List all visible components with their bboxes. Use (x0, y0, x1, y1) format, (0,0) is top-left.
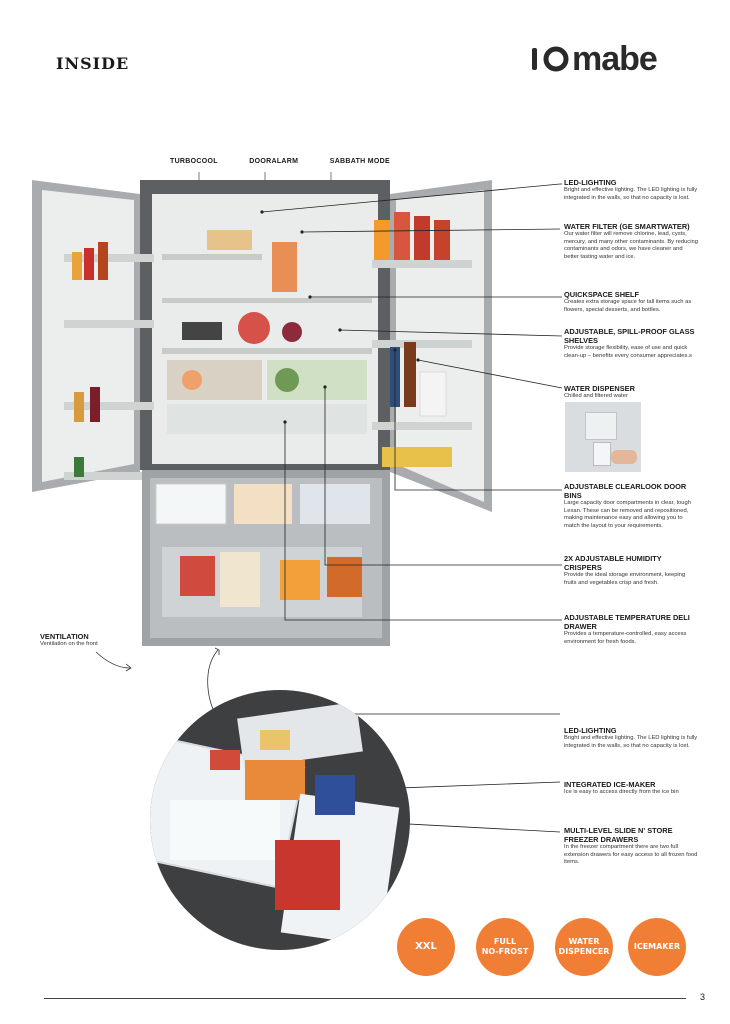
feature-humidity-crispers: 2X ADJUSTABLE HUMIDITY CRISPERS Provide … (564, 554, 699, 587)
feature-title: LED-LIGHTING (564, 178, 617, 187)
feature-desc: Chilled and filtered water (564, 393, 628, 399)
feature-desc: Large capacity door compartments in clea… (564, 500, 691, 529)
feature-desc: Bright and effective lighting. The LED l… (564, 187, 698, 201)
feature-title: QUICKSPACE SHELF (564, 290, 640, 299)
section-title: INSIDE (56, 54, 130, 73)
brand-logo-text: mabe (572, 40, 658, 78)
feature-title: ADJUSTABLE, SPILL-PROOF GLASS SHELVES (564, 327, 695, 345)
ventilation-desc: Ventilation on the front (40, 641, 98, 647)
feature-quickspace-shelf: QUICKSPACE SHELF Creates extra storage s… (564, 290, 699, 314)
footer-divider (44, 998, 686, 999)
feature-title: 2X ADJUSTABLE HUMIDITY CRISPERS (564, 554, 662, 572)
feature-deli-drawer: ADJUSTABLE TEMPERATURE DELI DRAWER Provi… (564, 613, 699, 646)
feature-led-lighting: LED-LIGHTING Bright and effective lighti… (564, 178, 699, 202)
feature-title: WATER FILTER (GE SMARTWATER) (564, 222, 690, 231)
feature-door-bins: ADJUSTABLE CLEARLOOK DOOR BINS Large cap… (564, 482, 699, 530)
fridge-image (32, 172, 492, 646)
feature-desc: Creates extra storage space for tall ite… (564, 299, 692, 313)
label-turbocool: TURBOCOOL (170, 158, 218, 165)
feature-title: ADJUSTABLE TEMPERATURE DELI DRAWER (564, 613, 690, 631)
badge-water-dispencer: WATER DISPENCER (555, 918, 613, 976)
label-dooralarm: DOORALARM (249, 158, 299, 165)
feature-desc: Provides a temperature-controlled, easy … (564, 631, 687, 645)
feature-title: ADJUSTABLE CLEARLOOK DOOR BINS (564, 482, 687, 500)
feature-desc: Bright and effective lighting. The LED l… (564, 735, 698, 749)
feature-desc: In the freezer compartment there are two… (564, 844, 698, 866)
feature-desc: Provide storage flexibility, ease of use… (564, 345, 692, 359)
feature-title: INTEGRATED ICE-MAKER (564, 780, 656, 789)
feature-water-dispenser: WATER DISPENSER Chilled and filtered wat… (564, 384, 699, 401)
badge-xxl: XXL (397, 918, 455, 976)
label-sabbath-mode: SABBATH MODE (329, 158, 390, 165)
feature-title: WATER DISPENSER (564, 384, 635, 393)
feature-water-filter: WATER FILTER (GE SMARTWATER) Our water f… (564, 222, 699, 261)
freezer-zoom-image (150, 690, 410, 950)
badge-full-no-frost: FULL NO-FROST (476, 918, 534, 976)
feature-title: LED-LIGHTING (564, 726, 617, 735)
ventilation-title: VENTILATION (40, 632, 89, 641)
feature-ice-maker: INTEGRATED ICE-MAKER Ice is easy to acce… (564, 780, 699, 797)
ventilation-note: VENTILATION Ventilation on the front (40, 632, 98, 647)
feature-freezer-led-lighting: LED-LIGHTING Bright and effective lighti… (564, 726, 699, 750)
feature-freezer-drawers: MULTI-LEVEL SLIDE N' STORE FREEZER DRAWE… (564, 826, 699, 867)
fridge-control-labels: TURBOCOOL DOORALARM SABBATH MODE (170, 158, 390, 165)
badge-icemaker: ICEMAKER (628, 918, 686, 976)
feature-desc: Ice is easy to access directly from the … (564, 789, 679, 795)
page-number: 3 (700, 992, 706, 1002)
feature-desc: Our water filter will remove chlorine, l… (564, 231, 698, 260)
brand-logo: mabe (532, 40, 658, 79)
brand-logo-icon (532, 46, 569, 72)
water-dispenser-photo (565, 402, 641, 472)
feature-glass-shelves: ADJUSTABLE, SPILL-PROOF GLASS SHELVES Pr… (564, 327, 699, 360)
feature-title: MULTI-LEVEL SLIDE N' STORE FREEZER DRAWE… (564, 826, 673, 844)
feature-desc: Provide the ideal storage environment, k… (564, 572, 686, 586)
